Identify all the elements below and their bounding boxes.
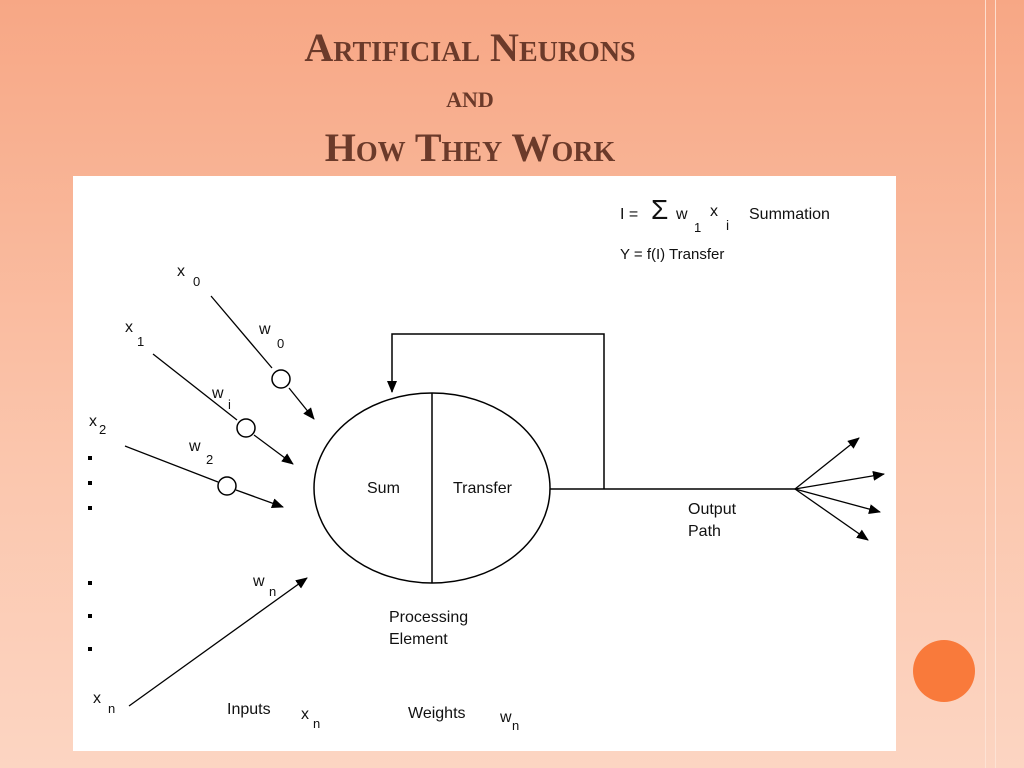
formula-summation: I = Σ w 1 x i Summation bbox=[620, 194, 830, 235]
accent-circle bbox=[913, 640, 975, 702]
formula-w-sub: 1 bbox=[694, 220, 701, 235]
input-arrow-2 bbox=[235, 489, 284, 508]
formula-summation-label: Summation bbox=[749, 206, 830, 223]
weight-wi-label: w bbox=[211, 385, 224, 402]
slide-title-line1: Artificial Neurons bbox=[304, 25, 636, 70]
input-x1-sub: 1 bbox=[137, 334, 144, 349]
input-line-2 bbox=[124, 445, 219, 483]
input-arrow-n bbox=[128, 577, 308, 707]
output-arrow-1 bbox=[794, 437, 860, 490]
weight-w2-label: w bbox=[188, 438, 201, 455]
weight-wi-sub: i bbox=[228, 397, 231, 412]
input-line-0 bbox=[210, 295, 273, 369]
legend-inputs-x-sub: n bbox=[313, 716, 320, 731]
input-x0-label: x bbox=[177, 263, 185, 280]
legend-weights-label: Weights bbox=[408, 705, 466, 722]
formula-lhs: I = bbox=[620, 206, 638, 223]
input-xn-sub: n bbox=[108, 701, 115, 716]
weight-w0-label: w bbox=[258, 321, 271, 338]
slide-title-line2: and bbox=[446, 78, 494, 114]
weight-node-0 bbox=[271, 369, 291, 389]
neuron-diagram: I = Σ w 1 x i Summation Y = f(I) Transfe… bbox=[88, 194, 885, 733]
output-arrow-2 bbox=[794, 470, 885, 490]
input-x0-sub: 0 bbox=[193, 274, 200, 289]
output-arrow-4 bbox=[794, 488, 869, 541]
legend-weights-w: w bbox=[499, 709, 512, 726]
input-arrow-1 bbox=[253, 434, 294, 465]
input-ellipsis-dots bbox=[88, 456, 92, 651]
input-x2-sub: 2 bbox=[99, 422, 106, 437]
frame-line-left bbox=[985, 0, 986, 768]
weight-wn-sub: n bbox=[269, 584, 276, 599]
sum-label: Sum bbox=[367, 480, 400, 497]
weight-w0-sub: 0 bbox=[277, 336, 284, 351]
legend-inputs-label: Inputs bbox=[227, 701, 271, 718]
diagram-panel: I = Σ w 1 x i Summation Y = f(I) Transfe… bbox=[73, 176, 896, 751]
slide-title-line3: How They Work bbox=[324, 125, 616, 170]
formula-transfer: Y = f(I) Transfer bbox=[620, 246, 724, 263]
legend-weights-w-sub: n bbox=[512, 718, 519, 733]
formula-sigma: Σ bbox=[651, 194, 668, 225]
processing-label-line2: Element bbox=[389, 631, 448, 648]
input-line-1 bbox=[152, 353, 238, 421]
processing-label-line1: Processing bbox=[389, 609, 468, 626]
legend-inputs-x: x bbox=[301, 706, 309, 723]
weight-node-2 bbox=[217, 476, 237, 496]
input-x1-label: x bbox=[125, 319, 133, 336]
formula-w: w bbox=[675, 206, 688, 223]
feedback-loop-arrow bbox=[387, 333, 605, 489]
input-arrow-0 bbox=[288, 387, 315, 420]
frame-line-right bbox=[995, 0, 996, 768]
output-label-line1: Output bbox=[688, 501, 737, 518]
transfer-label: Transfer bbox=[453, 480, 513, 497]
input-x2-label: x bbox=[89, 413, 97, 430]
formula-x-sub: i bbox=[726, 217, 729, 233]
weight-w2-sub: 2 bbox=[206, 452, 213, 467]
weight-wn-label: w bbox=[252, 573, 265, 590]
output-arrow-3 bbox=[794, 488, 881, 514]
weight-node-1 bbox=[236, 418, 256, 438]
input-xn-label: x bbox=[93, 690, 101, 707]
output-label-line2: Path bbox=[688, 523, 721, 540]
formula-x: x bbox=[710, 203, 718, 220]
